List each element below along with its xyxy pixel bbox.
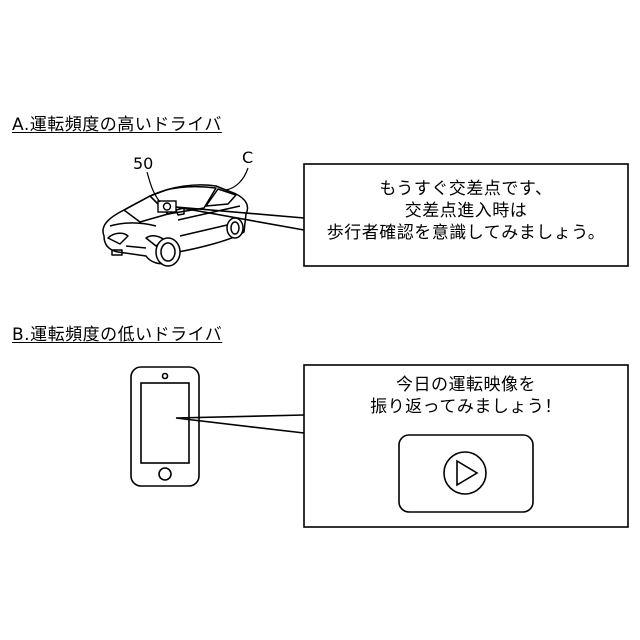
- callout-a-message: もうすぐ交差点です、 交差点進入時は 歩行者確認を意識してみましょう。: [304, 178, 628, 244]
- callout-b-line: 振り返ってみましょう！: [304, 396, 628, 418]
- callout-b-message: 今日の運転映像を 振り返ってみましょう！: [304, 374, 628, 418]
- camera-label: 50: [133, 154, 153, 173]
- play-icon[interactable]: [444, 452, 486, 494]
- callout-a-line: 歩行者確認を意識してみましょう。: [304, 222, 628, 244]
- callout-a-line: 交差点進入時は: [304, 200, 628, 222]
- smartphone: [131, 367, 199, 486]
- callout-b-line: 今日の運転映像を: [304, 374, 628, 396]
- car-label: C: [242, 148, 253, 167]
- car-illustration: [103, 185, 248, 266]
- dash-camera: [158, 201, 176, 212]
- callout-a-line: もうすぐ交差点です、: [304, 178, 628, 200]
